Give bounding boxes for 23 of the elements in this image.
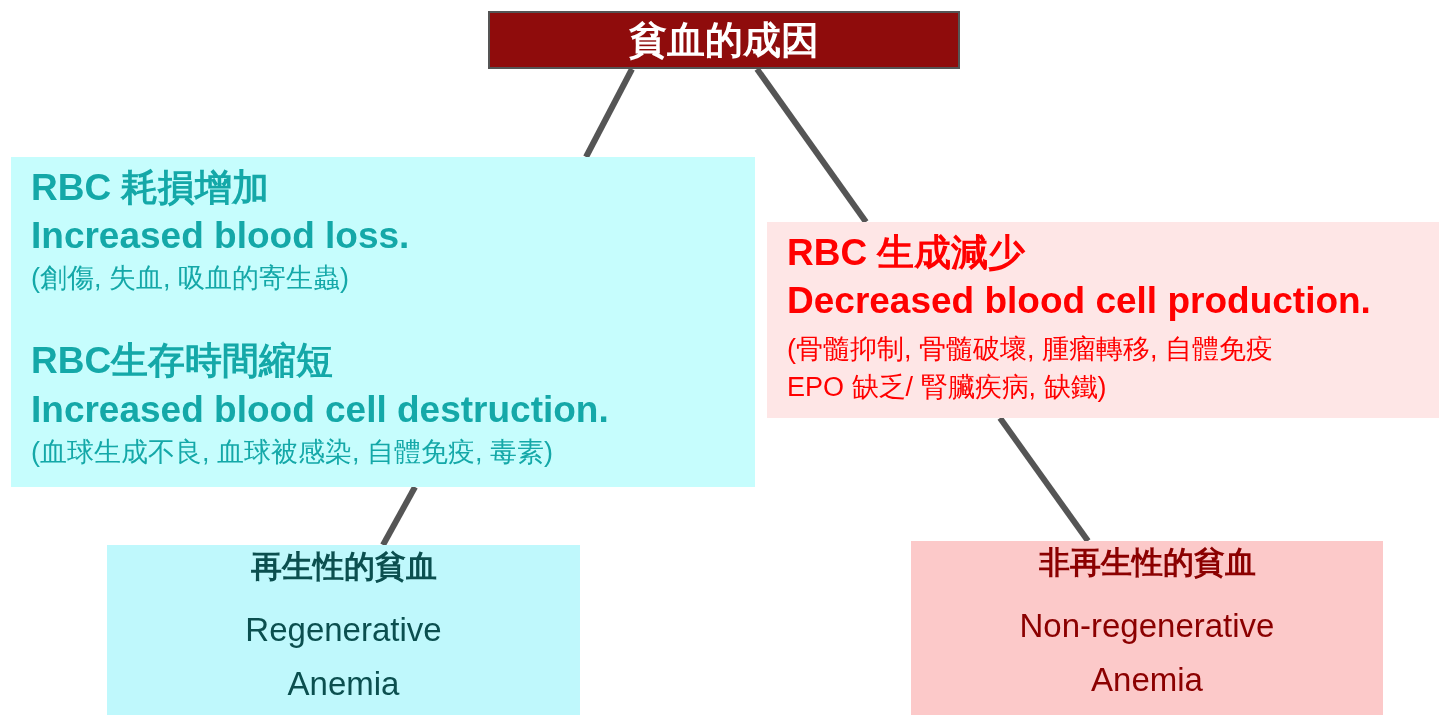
heading-text: RBC 耗損增加: [31, 167, 270, 210]
connector-line: [997, 416, 1091, 543]
label-text: Non-regenerative Anemia: [1018, 606, 1276, 700]
heading-text: RBC 生成減少: [787, 232, 1026, 275]
heading-text: RBC生存時間縮短: [31, 340, 334, 383]
anemia-box: [107, 545, 580, 715]
connector-line: [754, 67, 869, 224]
note-text: (骨髓抑制, 骨髓破壞, 腫瘤轉移, 自體免疫 EPO 缺乏/ 腎臟疾病, 缺鐵): [787, 333, 1274, 404]
title-box: [488, 11, 960, 69]
cause-box: [767, 222, 1439, 418]
label-text: Regenerative Anemia: [244, 610, 443, 704]
anemia-box: [911, 541, 1383, 715]
connector-line: [380, 485, 418, 547]
note-text: (血球生成不良, 血球被感染, 自體免疫, 毒素): [31, 437, 553, 469]
note-text: (創傷, 失血, 吸血的寄生蟲): [31, 263, 349, 295]
heading-text: Increased blood loss.: [31, 215, 410, 258]
title-text: 貧血的成因: [628, 19, 820, 63]
cause-box: [11, 157, 755, 487]
connector-line: [583, 67, 635, 159]
heading-text: Increased blood cell destruction.: [31, 389, 609, 432]
heading-text: 再生性的貧血: [249, 549, 438, 585]
heading-text: Decreased blood cell production.: [787, 280, 1371, 323]
heading-text: 非再生性的貧血: [1037, 545, 1257, 581]
